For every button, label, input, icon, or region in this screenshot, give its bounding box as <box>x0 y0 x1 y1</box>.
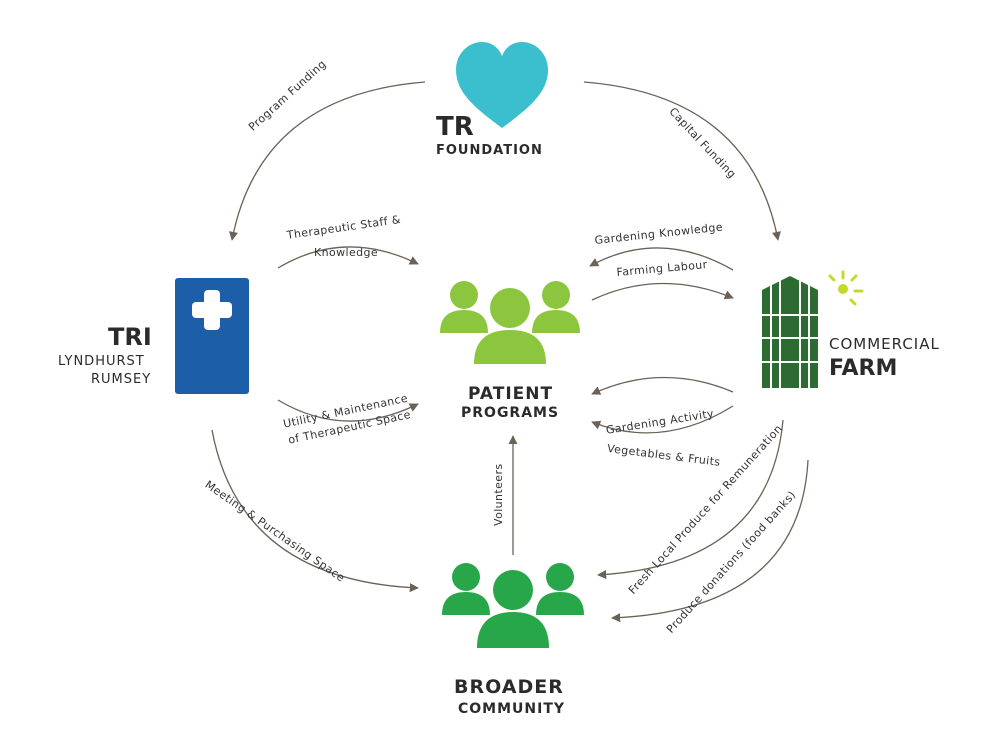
heart-icon <box>456 42 548 128</box>
therapeutic-staff-label-2: Knowledge <box>314 246 379 259</box>
utility-arrow <box>277 399 419 422</box>
farm-line2: FARM <box>829 356 898 381</box>
foundation-title: TR <box>436 112 474 142</box>
medical-cross-icon <box>175 278 249 394</box>
patient-line1: PATIENT <box>468 384 554 404</box>
volunteers-label: Volunteers <box>492 463 505 526</box>
sun-icon <box>828 270 864 306</box>
foundation-subtitle: FOUNDATION <box>436 143 543 158</box>
fresh-produce-arrow <box>597 419 784 580</box>
gardening-knowledge-arrow <box>589 247 734 271</box>
capital-funding-arrow <box>583 81 781 241</box>
patient-line2: PROGRAMS <box>461 405 560 421</box>
greenhouse-icon <box>762 276 818 388</box>
program-funding-arrow <box>229 81 426 241</box>
community-people-icon <box>442 563 584 648</box>
community-line2: COMMUNITY <box>458 701 566 717</box>
tri-title: TRI <box>108 323 152 351</box>
meeting-space-arrow <box>211 429 419 593</box>
farming-labour-arrow <box>591 282 734 301</box>
community-line1: BROADER <box>454 676 564 698</box>
tri-line2: RUMSEY <box>91 372 152 387</box>
vegetables-fruits-arrow <box>591 405 734 434</box>
gardening-activity-arrow <box>591 376 734 395</box>
tri-line1: LYNDHURST <box>58 354 145 369</box>
therapeutic-staff-arrow <box>277 246 419 269</box>
patient-people-icon <box>440 281 580 364</box>
farm-line1: COMMERCIAL <box>829 335 940 353</box>
produce-donations-arrow <box>611 459 809 623</box>
